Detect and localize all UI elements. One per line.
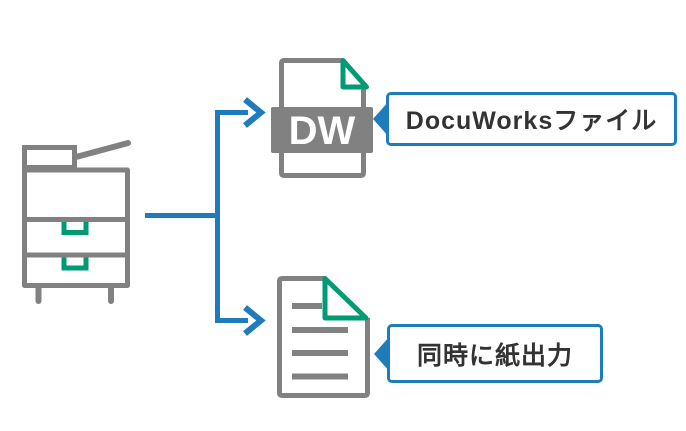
flow-arrows	[145, 97, 266, 336]
arrowhead-icon	[243, 305, 266, 336]
callout-pointer-icon	[374, 335, 390, 372]
printer-body	[22, 167, 130, 288]
file-page-outline	[279, 58, 366, 178]
page-fold-corner	[322, 276, 369, 321]
arrowhead-icon	[243, 97, 266, 128]
document-page-outline	[277, 276, 370, 398]
printer-scanner-arm	[73, 140, 131, 160]
page-fold-corner	[340, 58, 369, 90]
docuworks-file-icon: DW	[271, 58, 373, 178]
dw-badge-label: DW	[289, 109, 356, 153]
paper-output-callout: 同時に紙出力	[374, 324, 603, 383]
printer-drawer-handle	[61, 222, 89, 235]
callout-label: 同時に紙出力	[416, 341, 573, 370]
arrow-connector	[145, 110, 248, 323]
dw-badge-banner	[271, 107, 373, 153]
printer-feeder-tray	[22, 145, 77, 170]
callout-label: DocuWorksファイル	[405, 107, 658, 135]
printer-drawer-handle	[61, 257, 89, 271]
callout-pointer-icon	[373, 101, 389, 137]
docuworks-file-callout: DocuWorksファイル	[373, 92, 677, 146]
multifunction-printer-icon	[22, 140, 131, 304]
printed-document-icon	[277, 276, 370, 398]
